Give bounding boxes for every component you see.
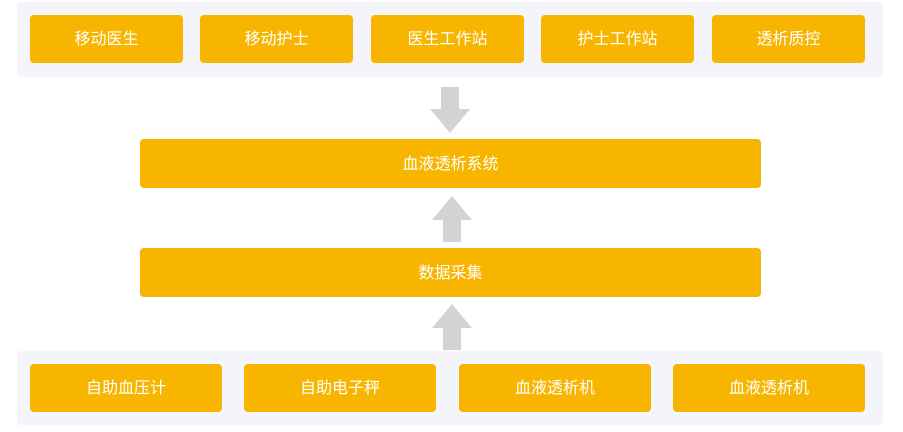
data-collection-box: 数据采集 [140, 248, 761, 297]
mobile-nurse-box: 移动护士 [200, 15, 353, 63]
mobile-doctor-box: 移动医生 [30, 15, 183, 63]
up-arrow-icon [432, 196, 472, 242]
self-service-scale-box: 自助电子秤 [244, 364, 436, 412]
up-arrow-icon [432, 304, 472, 350]
dialysis-qc-box: 透析质控 [712, 15, 865, 63]
nurse-workstation-box: 护士工作站 [541, 15, 694, 63]
doctor-workstation-box: 医生工作站 [371, 15, 524, 63]
self-service-bp-monitor-box: 自助血压计 [30, 364, 222, 412]
hemodialysis-system-box: 血液透析系统 [140, 139, 761, 188]
dialysis-machine-box: 血液透析机 [673, 364, 865, 412]
dialysis-machine-box: 血液透析机 [459, 364, 651, 412]
down-arrow-icon [430, 87, 470, 133]
